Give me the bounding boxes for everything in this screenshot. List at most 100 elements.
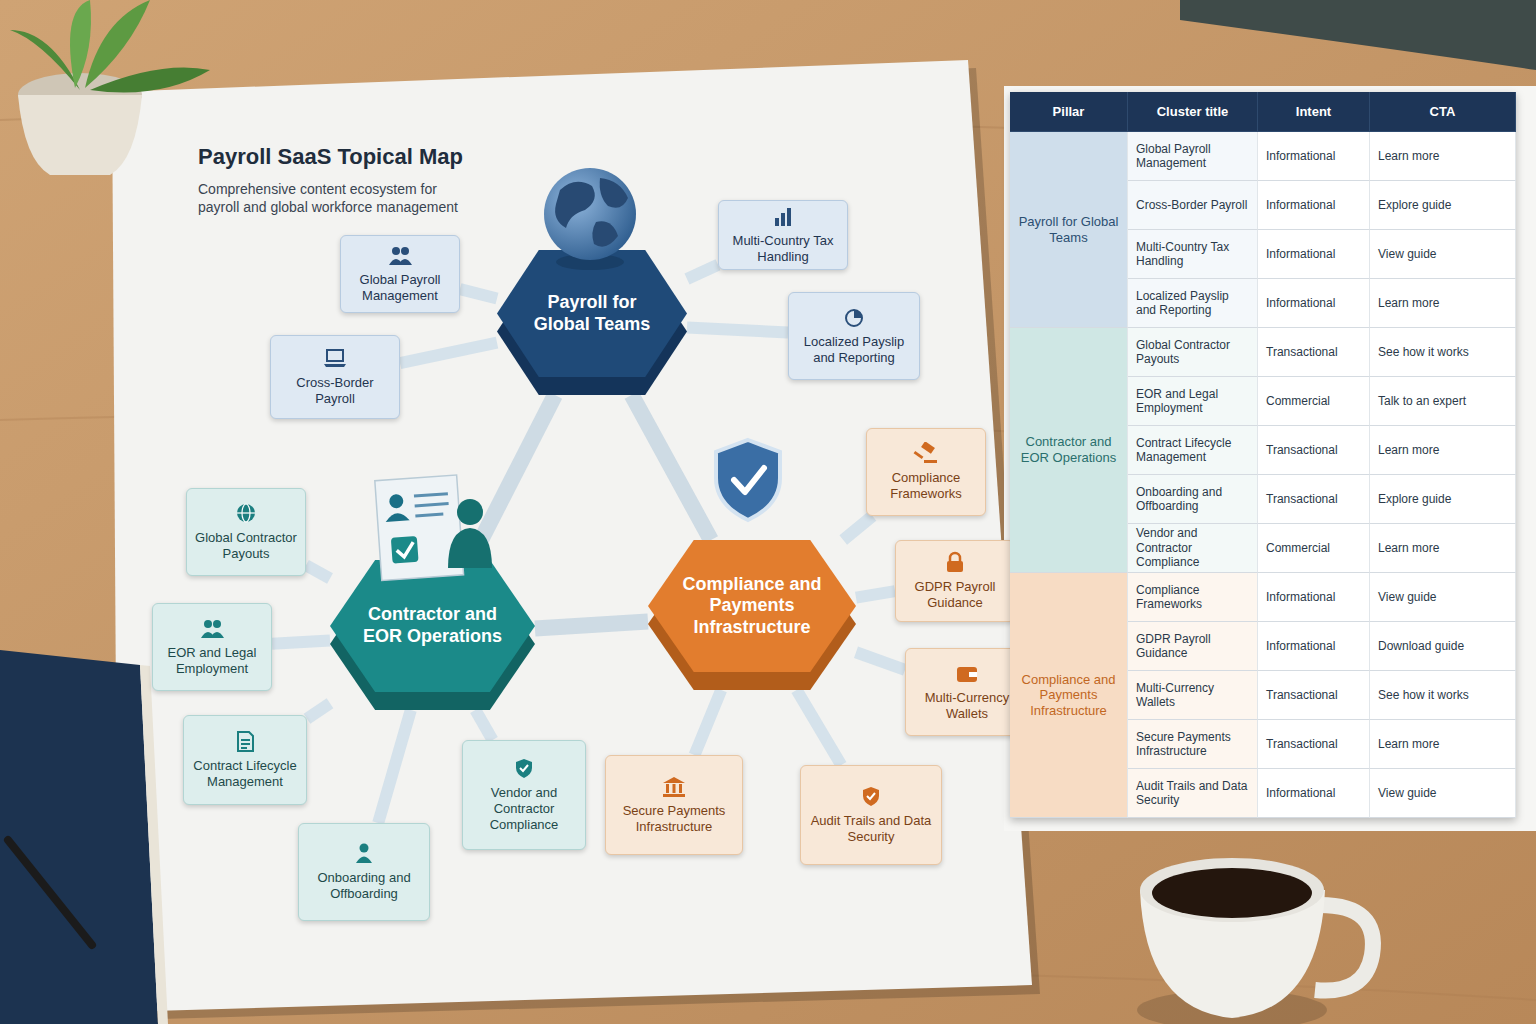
connector-band bbox=[632, 395, 711, 540]
cluster-box: Secure Payments Infrastructure bbox=[605, 755, 743, 855]
table-cell: View guide bbox=[1370, 769, 1516, 818]
table-cell: Informational bbox=[1258, 769, 1370, 818]
connector-band bbox=[378, 710, 411, 823]
table-cell: View guide bbox=[1370, 573, 1516, 622]
table-cell: Explore guide bbox=[1370, 181, 1516, 230]
icon-part bbox=[241, 747, 247, 749]
icon-part bbox=[846, 310, 862, 326]
icon-part bbox=[663, 777, 685, 783]
table-sheet bbox=[1004, 86, 1536, 831]
pillar-title: Contractor and EOR Operations bbox=[354, 604, 511, 647]
cluster-icon bbox=[840, 306, 868, 330]
plant-leaf bbox=[90, 68, 210, 93]
cluster-title: EOR and Legal Employment bbox=[161, 645, 263, 678]
pen bbox=[8, 840, 92, 945]
pillar-hexagon: Contractor and EOR Operations bbox=[330, 560, 535, 710]
cluster-box: EOR and Legal Employment bbox=[152, 603, 272, 691]
globe bbox=[544, 168, 636, 260]
cluster-title: Localized Payslip and Reporting bbox=[797, 334, 911, 367]
icon-part bbox=[863, 787, 879, 806]
plant-pot bbox=[18, 95, 142, 175]
icon-part bbox=[673, 784, 676, 793]
hexagon-top bbox=[330, 560, 535, 692]
globe-icon bbox=[237, 504, 255, 522]
icon-part bbox=[787, 208, 791, 226]
icon-part bbox=[241, 743, 250, 745]
icon-part bbox=[679, 784, 682, 793]
table-cell: Transactional bbox=[1258, 475, 1370, 524]
icon-part bbox=[914, 451, 924, 459]
cluster-icon bbox=[510, 757, 538, 781]
doc-icon bbox=[238, 732, 253, 751]
cluster-box: Contract Lifecycle Management bbox=[183, 715, 307, 805]
cluster-box: Global Payroll Management bbox=[340, 235, 460, 313]
pie-icon bbox=[846, 310, 862, 326]
icon-part bbox=[210, 632, 224, 638]
connector-band bbox=[687, 327, 788, 332]
pillar-title: Compliance and Payments Infrastructure bbox=[672, 574, 832, 639]
connector-band bbox=[307, 703, 330, 718]
cluster-box: Global Contractor Payouts bbox=[186, 488, 306, 576]
cluster-title: Onboarding and Offboarding bbox=[307, 870, 421, 903]
content-table: PillarCluster titleIntentCTAPayroll for … bbox=[1010, 92, 1516, 818]
table-cell: Multi-Currency Wallets bbox=[1128, 671, 1258, 720]
cluster-icon bbox=[953, 662, 981, 686]
pillar-hexagon: Payroll for Global Teams bbox=[497, 250, 687, 395]
table-cell: GDPR Payroll Guidance bbox=[1128, 622, 1258, 671]
icon-part bbox=[666, 784, 669, 793]
connector-band bbox=[400, 343, 497, 364]
cluster-box: Cross-Border Payroll bbox=[270, 335, 400, 419]
table-header: Cluster title bbox=[1128, 92, 1258, 132]
table-cell: Download guide bbox=[1370, 622, 1516, 671]
icon-part bbox=[237, 504, 255, 522]
cluster-title: Multi-Country Tax Handling bbox=[727, 233, 839, 266]
contract-line bbox=[415, 504, 449, 506]
icon-part bbox=[969, 672, 977, 677]
globe-continent bbox=[555, 182, 595, 228]
table-cell: View guide bbox=[1370, 230, 1516, 279]
connector-band bbox=[460, 289, 497, 298]
shield-icon bbox=[516, 759, 532, 778]
contract-line bbox=[415, 514, 443, 516]
cluster-title: Contract Lifecycle Management bbox=[192, 758, 298, 791]
table-cell: Transactional bbox=[1258, 720, 1370, 769]
connector-band bbox=[535, 622, 648, 629]
person-icon bbox=[356, 843, 372, 863]
gavel-icon bbox=[914, 442, 937, 463]
globe-shadow bbox=[556, 254, 624, 270]
table-cell: Global Contractor Payouts bbox=[1128, 328, 1258, 377]
icon-part bbox=[775, 218, 779, 226]
bars-icon bbox=[775, 208, 791, 226]
bank-icon bbox=[663, 777, 685, 797]
table-cell: Informational bbox=[1258, 573, 1370, 622]
connector-band bbox=[687, 265, 718, 279]
person-figure-head bbox=[457, 499, 483, 525]
table-cell: Localized Payslip and Reporting bbox=[1128, 279, 1258, 328]
plant-leaf bbox=[70, 0, 91, 88]
cluster-icon bbox=[350, 842, 378, 866]
table-cell: Cross-Border Payroll bbox=[1128, 181, 1258, 230]
table-header: CTA bbox=[1370, 92, 1516, 132]
contract-illustration bbox=[375, 475, 464, 580]
table-cell: Global Payroll Management bbox=[1128, 132, 1258, 181]
table-cell: Audit Trails and Data Security bbox=[1128, 769, 1258, 818]
icon-part bbox=[360, 843, 369, 852]
cluster-box: Compliance Frameworks bbox=[866, 428, 986, 516]
table-cell: Compliance Frameworks bbox=[1128, 573, 1258, 622]
icon-part bbox=[867, 793, 875, 799]
icon-part bbox=[241, 739, 250, 741]
connector-band bbox=[272, 641, 330, 644]
table-cell: EOR and Legal Employment bbox=[1128, 377, 1258, 426]
icon-part bbox=[356, 856, 372, 863]
connector-band bbox=[306, 565, 330, 578]
table-cell: Informational bbox=[1258, 181, 1370, 230]
table-cell: Multi-Country Tax Handling bbox=[1128, 230, 1258, 279]
table-cell: Learn more bbox=[1370, 720, 1516, 769]
cluster-title: Compliance Frameworks bbox=[875, 470, 977, 503]
cluster-icon bbox=[660, 775, 688, 799]
table-cell: Transactional bbox=[1258, 328, 1370, 377]
table-cell: Learn more bbox=[1370, 524, 1516, 573]
cluster-icon bbox=[386, 244, 414, 268]
contract-paper bbox=[375, 475, 464, 580]
